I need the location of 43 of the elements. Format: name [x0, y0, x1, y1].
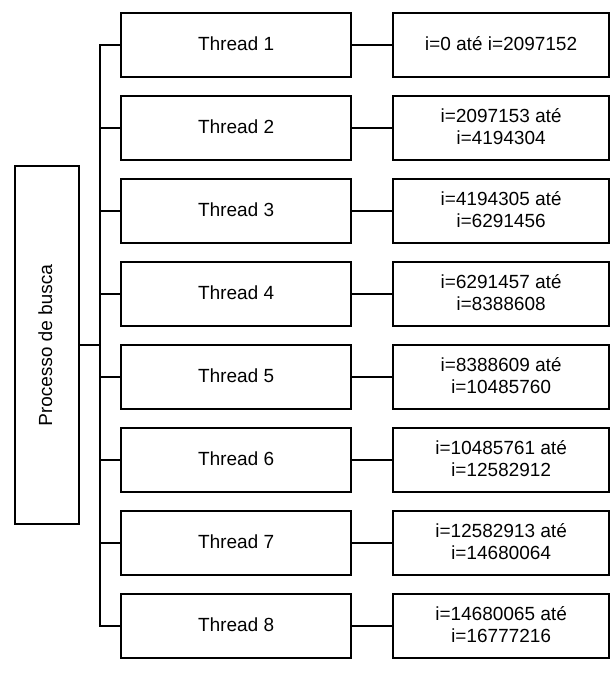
range-label: i=10485761 até i=12582912	[434, 438, 568, 482]
thread-box	[120, 95, 352, 161]
thread-box	[120, 261, 352, 327]
connector-line	[352, 44, 392, 46]
range-label: i=6291457 até i=8388608	[440, 272, 562, 316]
range-box	[392, 427, 610, 493]
thread-box	[120, 510, 352, 576]
range-label: i=0 até i=2097152	[424, 34, 578, 56]
connector-line	[352, 376, 392, 378]
thread-label: Thread 4	[198, 283, 274, 305]
process-box	[14, 165, 80, 525]
connector-line	[80, 344, 120, 627]
range-box	[392, 510, 610, 576]
process-label: Processo de busca	[36, 264, 58, 426]
range-label: i=14680065 até i=16777216	[434, 604, 568, 648]
thread-label: Thread 1	[198, 34, 274, 56]
connector-line	[352, 127, 392, 129]
range-box	[392, 261, 610, 327]
connector-line	[352, 625, 392, 627]
thread-label: Thread 2	[198, 117, 274, 139]
range-label: i=4194305 até i=6291456	[440, 189, 562, 233]
thread-label: Thread 6	[198, 449, 274, 471]
thread-box	[120, 178, 352, 244]
thread-box	[120, 344, 352, 410]
range-box	[392, 12, 610, 78]
thread-box	[120, 427, 352, 493]
range-label: i=2097153 até i=4194304	[440, 106, 562, 150]
connector-line	[352, 293, 392, 295]
thread-label: Thread 5	[198, 366, 274, 388]
thread-label: Thread 7	[198, 532, 274, 554]
range-label: i=8388609 até i=10485760	[440, 355, 562, 399]
connector-line	[352, 459, 392, 461]
range-box	[392, 178, 610, 244]
thread-label: Thread 8	[198, 615, 274, 637]
range-label: i=12582913 até i=14680064	[434, 521, 568, 565]
range-box	[392, 593, 610, 659]
connector-line	[352, 542, 392, 544]
thread-box	[120, 12, 352, 78]
thread-box	[120, 593, 352, 659]
range-box	[392, 344, 610, 410]
connector-line	[352, 210, 392, 212]
thread-label: Thread 3	[198, 200, 274, 222]
range-box	[392, 95, 610, 161]
